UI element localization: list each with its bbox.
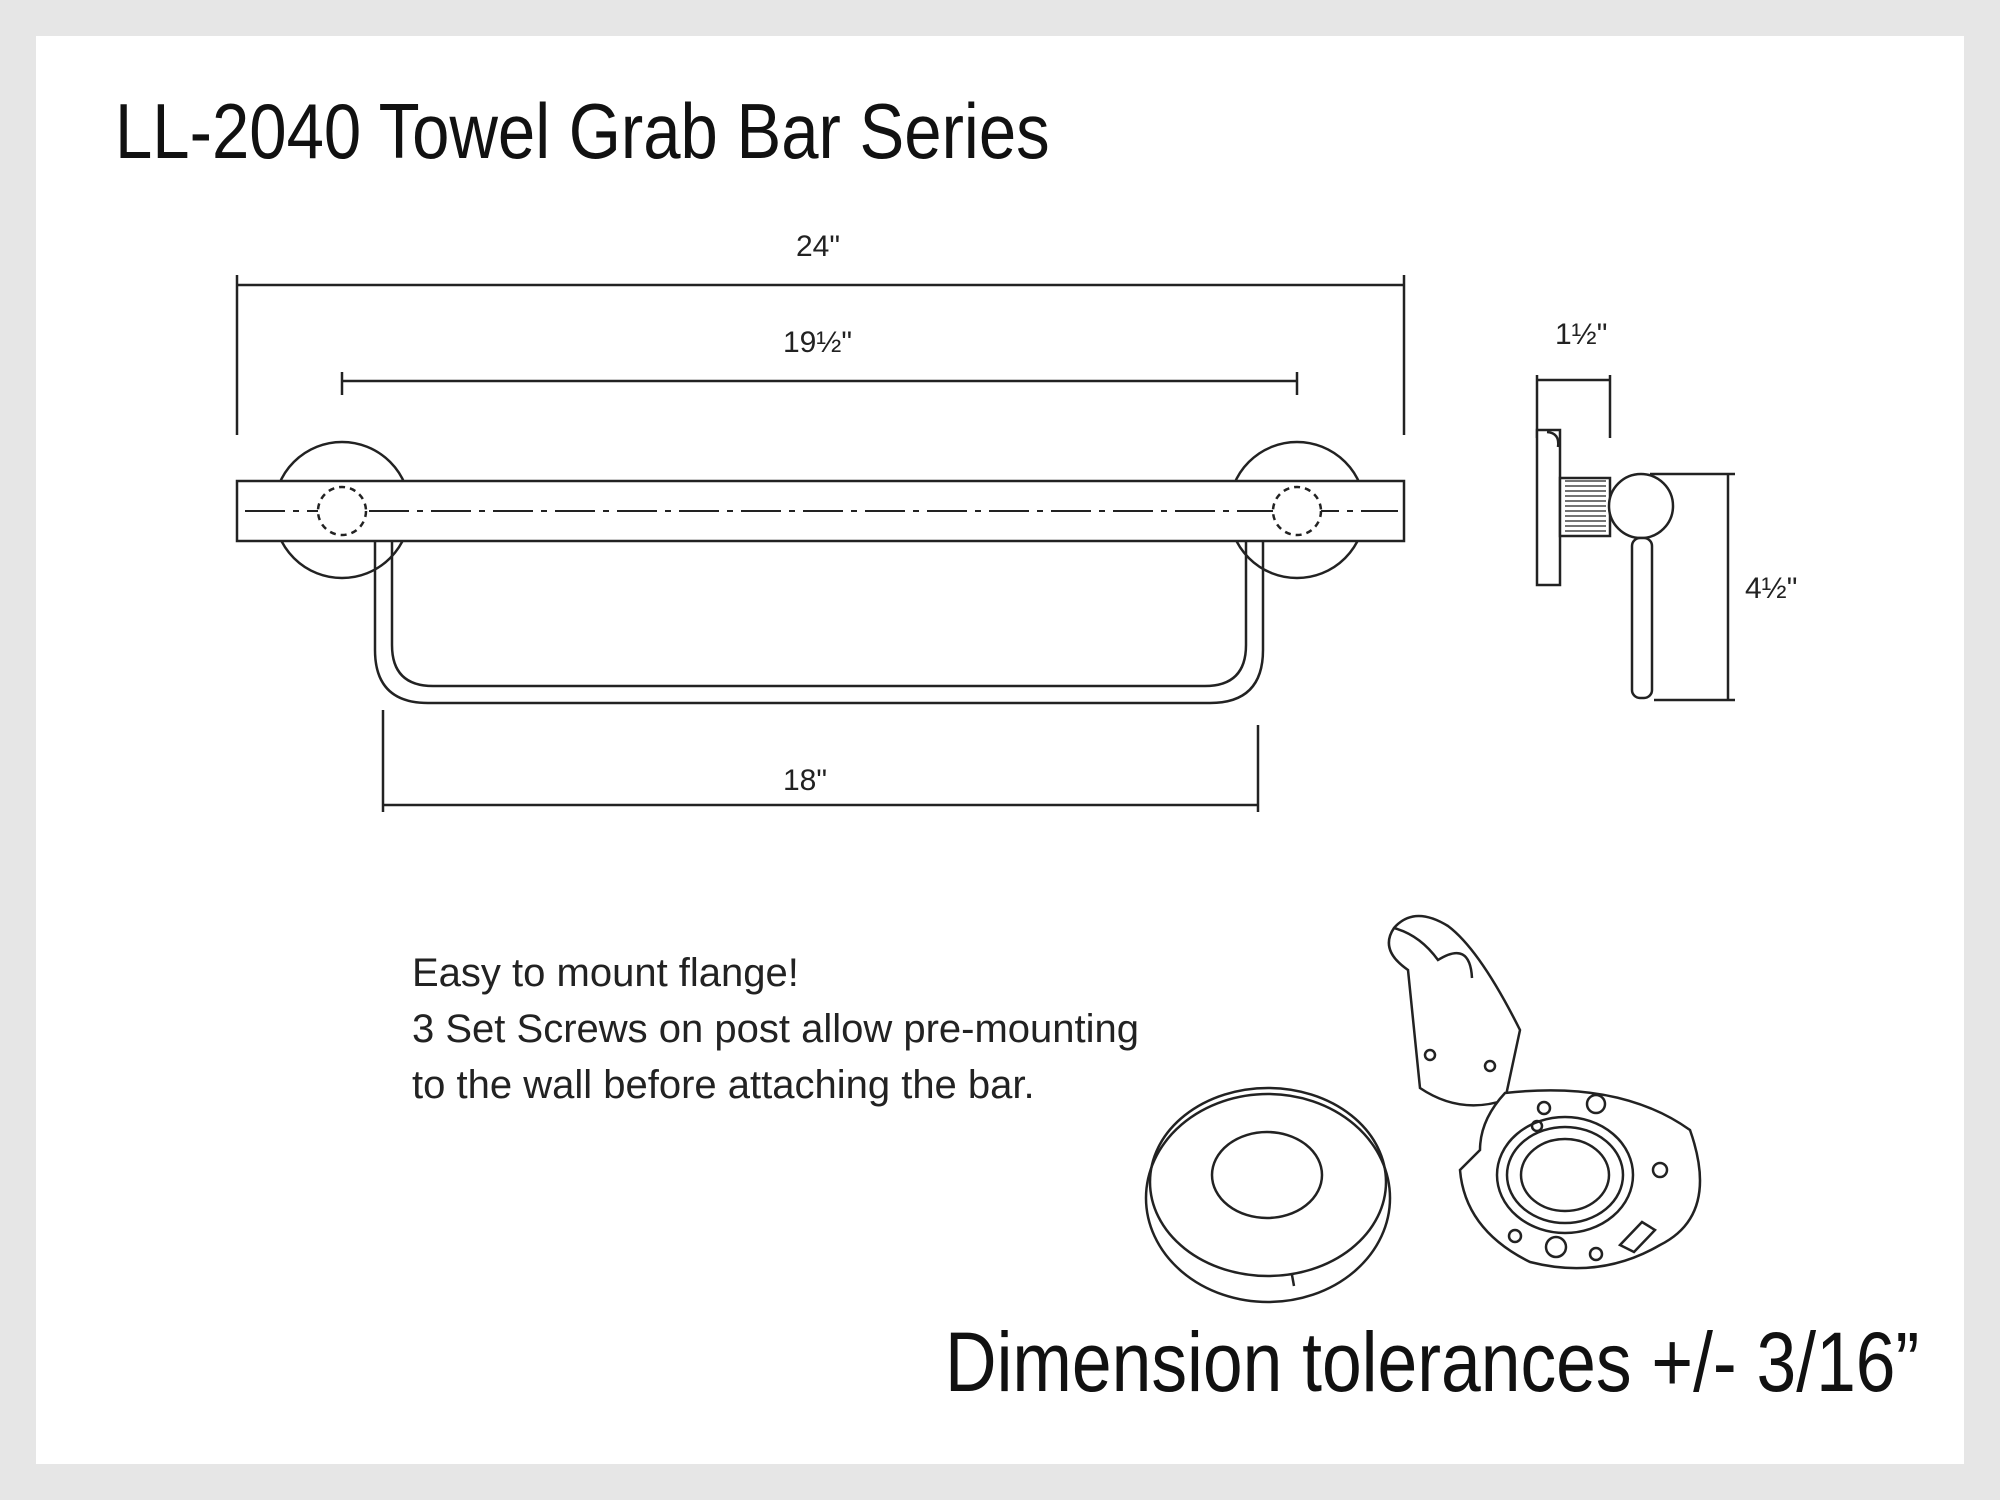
post-sleeve-exploded	[1387, 914, 1522, 1107]
tolerance-note: Dimension tolerances +/- 3/16”	[945, 1315, 1920, 1409]
mounting-plate-exploded	[1458, 1089, 1702, 1270]
note-line-2: 3 Set Screws on post allow pre-mounting	[412, 1007, 1140, 1051]
mounting-note: Easy to mount flange! 3 Set Screws on po…	[412, 945, 1139, 1113]
page-title: LL-2040 Towel Grab Bar Series	[115, 87, 1050, 175]
dim-label-center: 19½"	[783, 326, 853, 359]
dim-label-projection: 1½"	[1555, 318, 1608, 351]
dim-label-overall: 24"	[796, 230, 841, 263]
note-line-3: to the wall before attaching the bar.	[412, 1063, 1035, 1107]
left-post-dashed	[316, 485, 368, 537]
towel-bar	[373, 541, 1265, 705]
right-post-dashed	[1271, 485, 1323, 537]
dim-label-towel: 18"	[783, 764, 828, 797]
dim-line-overall	[235, 275, 1406, 435]
dim-label-height: 4½"	[1745, 572, 1798, 605]
side-view	[1535, 375, 1735, 702]
flange-cover-exploded	[1144, 1086, 1392, 1304]
note-line-1: Easy to mount flange!	[412, 951, 799, 995]
dim-line-towel	[381, 710, 1260, 812]
dim-line-center	[340, 372, 1299, 395]
